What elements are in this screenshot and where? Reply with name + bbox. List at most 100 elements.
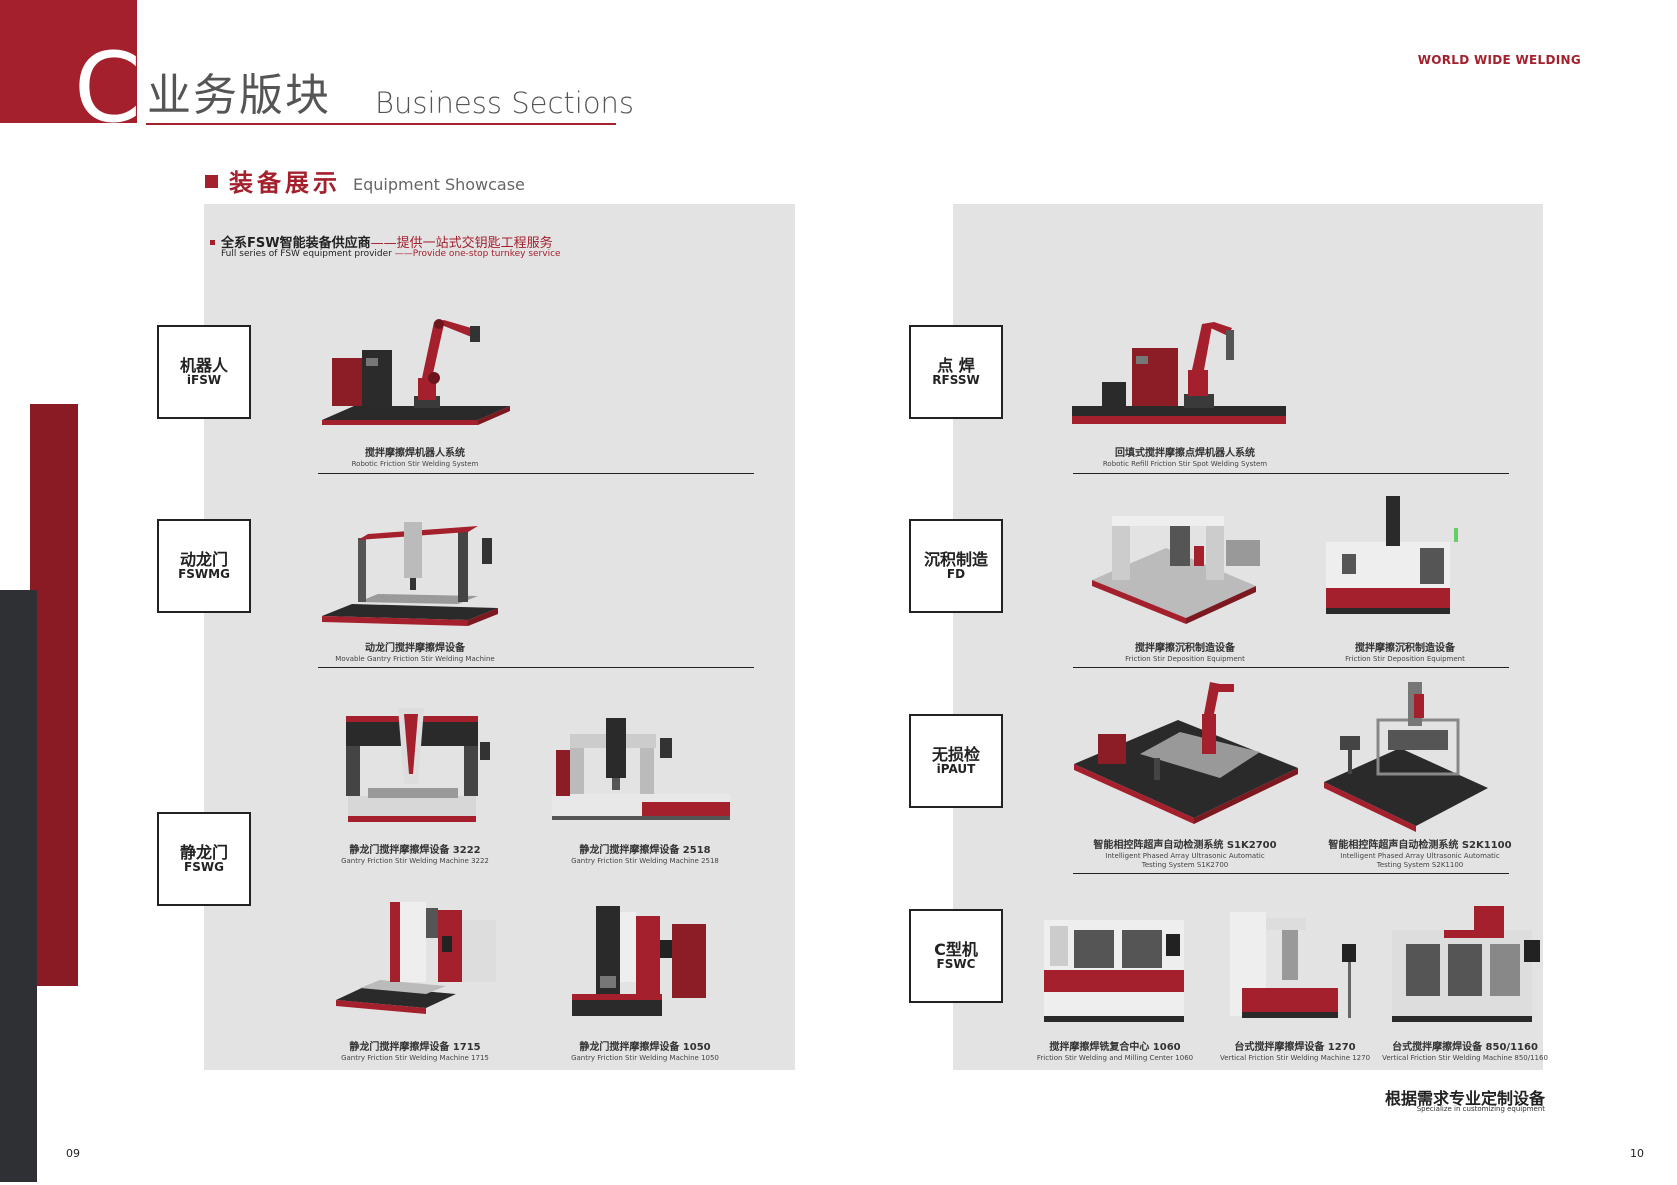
caption-moving-gantry: 动龙门搅拌摩擦焊设备 Movable Gantry Friction Stir … [310, 643, 520, 664]
caption-en: Intelligent Phased Array Ultrasonic Auto… [1105, 852, 1265, 860]
tagline-en-red: ——Provide one-stop turnkey service [394, 249, 561, 259]
caption-c1270: 台式搅拌摩擦焊设备 1270 Vertical Friction Stir We… [1210, 1042, 1380, 1063]
footer-slogan-en: Specialize in customizing equipment [1416, 1105, 1545, 1113]
category-fswc: C型机 FSWC [909, 909, 1003, 1003]
caption-cn: 搅拌摩擦沉积制造设备 [1135, 643, 1235, 654]
caption-g1050: 静龙门搅拌摩擦焊设备 1050 Gantry Friction Stir Wel… [550, 1042, 740, 1063]
caption-cn: 静龙门搅拌摩擦焊设备 2518 [579, 845, 711, 856]
category-cn: 无损检 [931, 745, 980, 764]
tagline-bullet-icon [210, 240, 215, 245]
caption-fd2: 搅拌摩擦沉积制造设备 Friction Stir Deposition Equi… [1310, 643, 1500, 664]
caption-c1060: 搅拌摩擦焊铣复合中心 1060 Friction Stir Welding an… [1030, 1042, 1200, 1063]
category-en: iFSW [186, 373, 222, 387]
moving-gantry-image [322, 522, 498, 626]
caption-cn: 智能相控阵超声自动检测系统 S2K1100 [1328, 840, 1512, 851]
caption-cn: 搅拌摩擦焊机器人系统 [365, 448, 465, 459]
tagline-en: Full series of FSW equipment provider ——… [221, 249, 561, 259]
caption-fd1: 搅拌摩擦沉积制造设备 Friction Stir Deposition Equi… [1090, 643, 1280, 664]
caption-paut1: 智能相控阵超声自动检测系统 S1K2700 Intelligent Phased… [1070, 840, 1300, 870]
gantry-1050-image [572, 906, 706, 1016]
gantry-3222-image [346, 708, 490, 822]
caption-en: Intelligent Phased Array Ultrasonic Auto… [1340, 852, 1500, 860]
caption-cn: 台式搅拌摩擦焊设备 1270 [1234, 1042, 1356, 1053]
caption-cn: 台式搅拌摩擦焊设备 850/1160 [1392, 1042, 1538, 1053]
caption-c850: 台式搅拌摩擦焊设备 850/1160 Vertical Friction Sti… [1380, 1042, 1550, 1063]
caption-cn: 智能相控阵超声自动检测系统 S1K2700 [1093, 840, 1277, 851]
section-underline [146, 123, 616, 125]
caption-robot: 搅拌摩擦焊机器人系统 Robotic Friction Stir Welding… [320, 448, 510, 469]
caption-en: Robotic Friction Stir Welding System [351, 460, 479, 468]
deposition-gantry-image [1092, 516, 1260, 624]
divider-line [1073, 473, 1509, 474]
caption-en: Gantry Friction Stir Welding Machine 251… [571, 857, 719, 865]
caption-cn: 回填式搅拌摩擦点焊机器人系统 [1115, 448, 1255, 459]
category-en: FSWG [184, 860, 224, 874]
tagline-cn-bold: 全系FSW智能装备供应商 [221, 236, 371, 251]
caption-paut2: 智能相控阵超声自动检测系统 S2K1100 Intelligent Phased… [1305, 840, 1535, 870]
c-type-1270-image [1230, 912, 1356, 1018]
subheading-cn: 装备展示 [229, 169, 341, 197]
caption-en: Vertical Friction Stir Welding Machine 1… [1219, 1054, 1371, 1062]
category-cn: C型机 [934, 940, 978, 959]
divider-line [1073, 873, 1509, 874]
category-rfssw: 点 焊 RFSSW [909, 325, 1003, 419]
divider-line [318, 667, 754, 668]
caption-en-2: Testing System S1K2700 [1141, 861, 1229, 869]
category-en: iPAUT [936, 762, 976, 776]
robot-system-image [322, 319, 510, 425]
section-title-en: Business Sections [375, 86, 635, 120]
caption-g3222: 静龙门搅拌摩擦焊设备 3222 Gantry Friction Stir Wel… [320, 845, 510, 866]
left-red-bar [30, 404, 78, 986]
category-fswg: 静龙门 FSWG [157, 812, 251, 906]
category-cn: 沉积制造 [923, 550, 988, 569]
category-cn: 静龙门 [179, 843, 228, 862]
spot-welding-robot-image [1072, 322, 1286, 424]
header-red-block [0, 0, 137, 123]
section-title-cn: 业务版块 [147, 70, 331, 121]
caption-cn: 搅拌摩擦焊铣复合中心 1060 [1049, 1042, 1181, 1053]
caption-en: Gantry Friction Stir Welding Machine 322… [341, 857, 489, 865]
category-en: RFSSW [932, 373, 980, 387]
caption-cn: 搅拌摩擦沉积制造设备 [1355, 643, 1455, 654]
tagline-en-text: Full series of FSW equipment provider [221, 249, 395, 259]
category-fswmg: 动龙门 FSWMG [157, 519, 251, 613]
brand-label: WORLD WIDE WELDING [1417, 53, 1581, 67]
caption-en: Vertical Friction Stir Welding Machine 8… [1382, 1054, 1548, 1062]
category-en: FSWMG [178, 567, 230, 581]
square-bullet-icon [205, 175, 218, 188]
section-letter: C [74, 32, 142, 144]
category-cn: 点 焊 [937, 356, 975, 375]
caption-en-2: Testing System S2K1100 [1376, 861, 1464, 869]
caption-en: Friction Stir Deposition Equipment [1345, 655, 1465, 663]
category-ipaut: 无损检 iPAUT [909, 714, 1003, 808]
divider-line [1073, 667, 1509, 668]
c-type-850-image [1392, 906, 1540, 1022]
page-number-left: 09 [66, 1147, 80, 1160]
category-fd: 沉积制造 FD [909, 519, 1003, 613]
gantry-2518-image [552, 718, 730, 820]
caption-g2518: 静龙门搅拌摩擦焊设备 2518 Gantry Friction Stir Wel… [550, 845, 740, 866]
caption-en: Friction Stir Deposition Equipment [1125, 655, 1245, 663]
c-type-1060-image [1044, 920, 1184, 1022]
caption-en: Gantry Friction Stir Welding Machine 105… [571, 1054, 719, 1062]
left-dark-bar [0, 590, 37, 1182]
paut-s1k2700-image [1074, 682, 1298, 824]
category-en: FSWC [936, 957, 976, 971]
deposition-machine-image [1326, 496, 1458, 614]
category-cn: 动龙门 [179, 550, 228, 569]
category-en: FD [946, 567, 966, 581]
caption-cn: 动龙门搅拌摩擦焊设备 [365, 643, 465, 654]
divider-line [318, 473, 754, 474]
subheading-en: Equipment Showcase [353, 175, 525, 194]
caption-en: Robotic Refill Friction Stir Spot Weldin… [1102, 460, 1268, 468]
caption-cn: 静龙门搅拌摩擦焊设备 1050 [579, 1042, 711, 1053]
gantry-1715-image [336, 902, 496, 1014]
caption-cn: 静龙门搅拌摩擦焊设备 1715 [349, 1042, 481, 1053]
caption-en: Gantry Friction Stir Welding Machine 171… [341, 1054, 489, 1062]
caption-spot: 回填式搅拌摩擦点焊机器人系统 Robotic Refill Friction S… [1070, 448, 1300, 469]
tagline-cn-red: ——提供一站式交钥匙工程服务 [370, 236, 553, 251]
tagline-cn: 全系FSW智能装备供应商——提供一站式交钥匙工程服务 [221, 232, 553, 251]
category-cn: 机器人 [179, 356, 228, 375]
paut-s2k1100-image [1324, 682, 1488, 832]
caption-g1715: 静龙门搅拌摩擦焊设备 1715 Gantry Friction Stir Wel… [320, 1042, 510, 1063]
